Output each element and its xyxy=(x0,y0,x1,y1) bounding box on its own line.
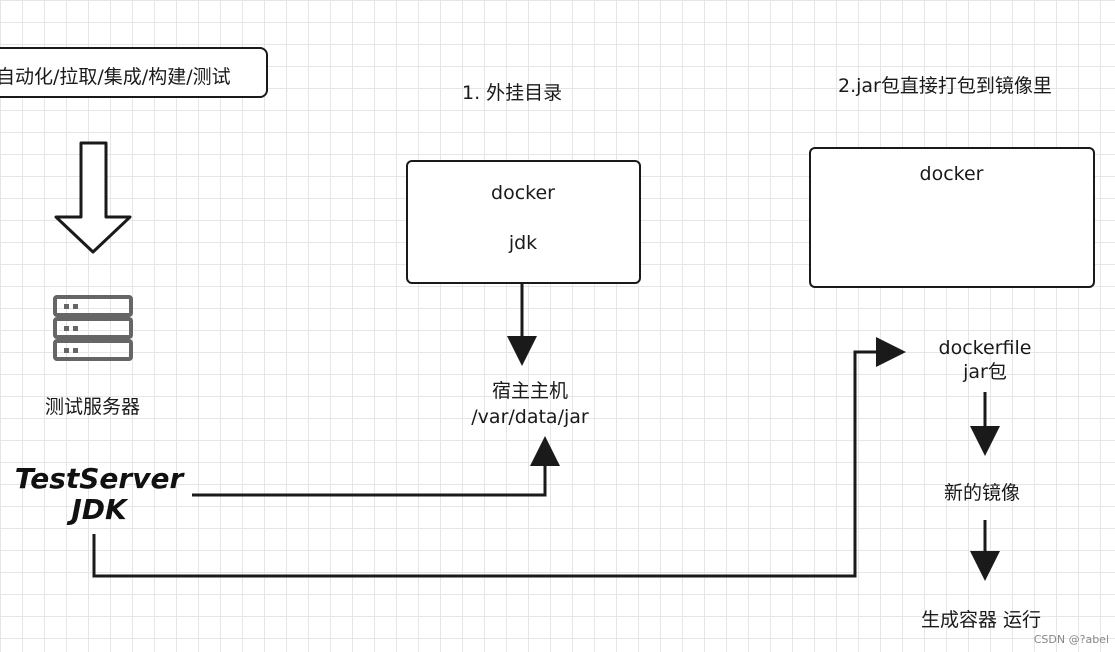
option2-docker-label: docker xyxy=(919,163,984,185)
run-container-label: 生成容器 运行 xyxy=(921,609,1042,631)
host-block: 宿主主机 /var/data/jar xyxy=(440,378,620,430)
arrow-jdk-to-dockerfile xyxy=(92,337,906,578)
host-label: 宿主主机 xyxy=(491,380,568,402)
testserver-block: TestServer JDK xyxy=(14,462,184,526)
option1-title: 1. 外挂目录 xyxy=(462,82,563,104)
jdk-label: JDK xyxy=(71,493,127,526)
new-image-label: 新的镜像 xyxy=(944,482,1021,504)
pipeline-box: 自动化/拉取/集成/构建/测试 xyxy=(0,47,268,98)
arrow-testserver-to-host xyxy=(192,436,560,497)
testserver-label: TestServer xyxy=(14,462,184,495)
pipeline-box-label: 自动化/拉取/集成/构建/测试 xyxy=(0,66,231,88)
option2-docker-box: docker xyxy=(809,147,1095,288)
option2-title: 2.jar包直接打包到镜像里 xyxy=(838,75,1052,97)
server-label: 测试服务器 xyxy=(45,396,141,418)
option1-jdk-label: jdk xyxy=(508,232,538,254)
option1-docker-box: docker jdk xyxy=(406,160,641,284)
dockerfile-label: dockerfile xyxy=(938,337,1032,359)
watermark: CSDN @?abel xyxy=(1033,633,1109,646)
server-icon xyxy=(53,295,133,361)
option1-docker-label: docker xyxy=(491,182,555,204)
host-path: /var/data/jar xyxy=(471,406,589,428)
big-down-arrow-icon xyxy=(54,141,132,254)
jar-label: jar包 xyxy=(963,361,1007,383)
dockerfile-block: dockerfile jar包 xyxy=(905,336,1065,384)
